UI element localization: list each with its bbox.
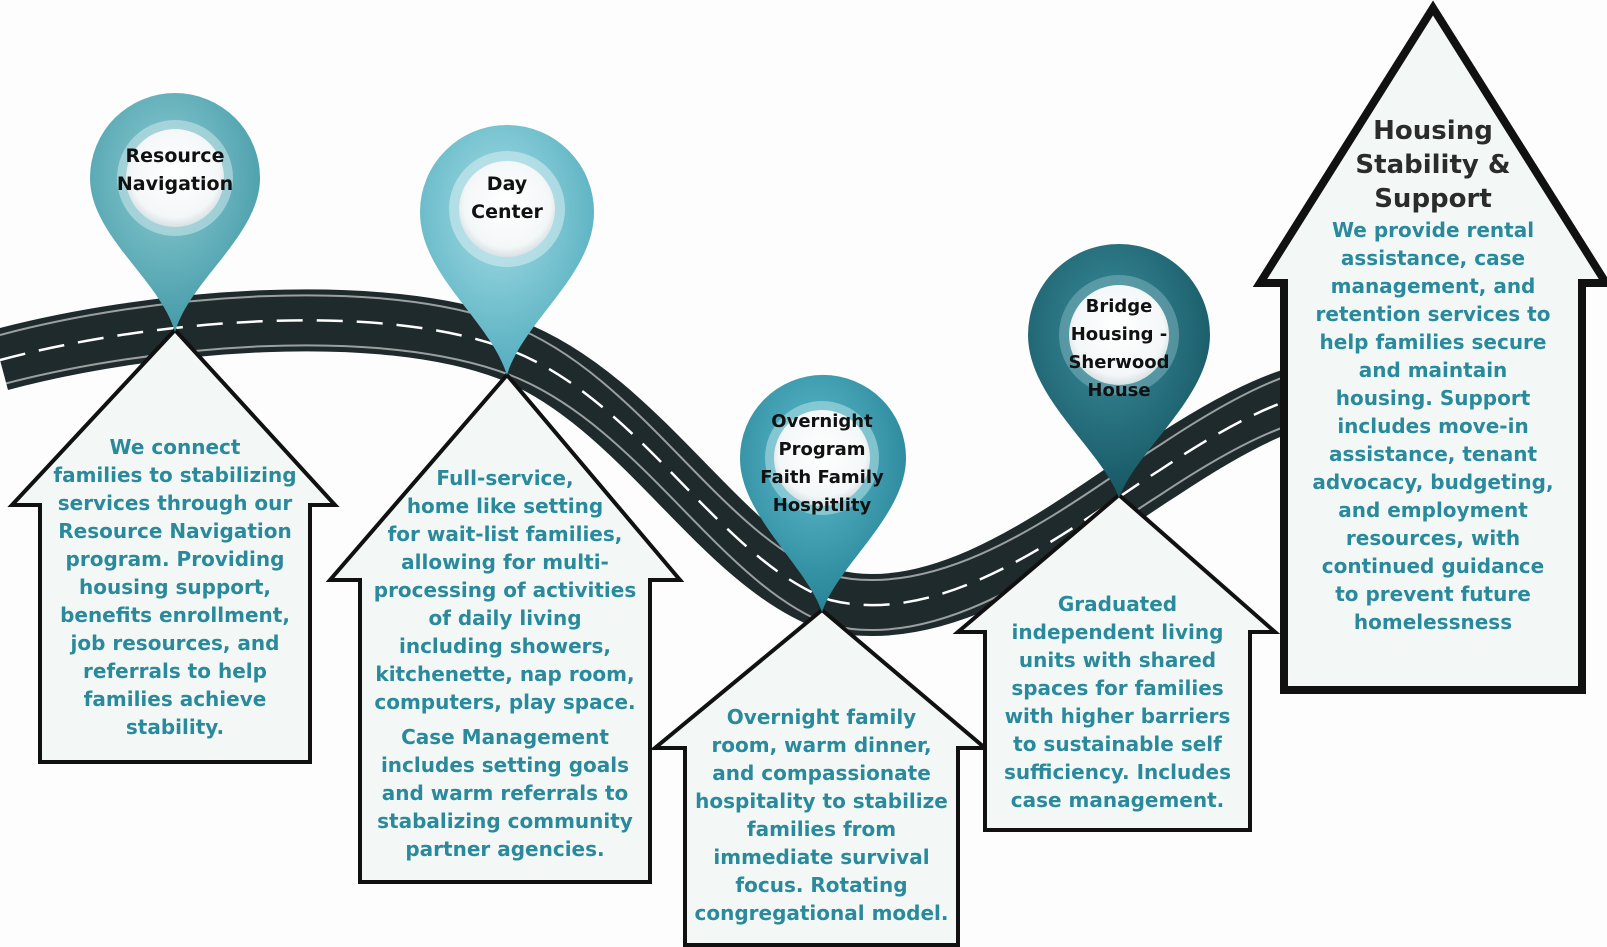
stage-description-resource-navigation: We connect families to stabilizing servi… <box>53 435 297 739</box>
stage-description-overnight-program: Overnight family room, warm dinner, and … <box>694 705 949 925</box>
house-shape-resource-navigation <box>7 327 340 764</box>
house-shape-overnight-program <box>649 607 991 947</box>
stage-description-day-center: Full-service, home like setting for wait… <box>373 466 637 714</box>
map-pin-icon-bridge-housing <box>1028 244 1210 498</box>
stage-description-day-center-case-management: Case Management includes setting goals a… <box>377 725 633 861</box>
map-pin-icon-day-center <box>420 125 594 375</box>
road-center-dashes <box>0 319 1291 607</box>
house-shape-day-center <box>325 371 685 884</box>
stage-description-bridge-housing: Graduated independent living units with … <box>1004 592 1231 812</box>
stage-title-housing-stability: Housing Stability & Support <box>1355 116 1511 214</box>
house-shape-housing-stability <box>1252 0 1607 694</box>
map-pin-icon-overnight-program <box>739 374 906 612</box>
road-edge-line <box>0 344 1291 631</box>
map-pin-icon-resource-navigation <box>90 93 260 332</box>
road-edge-line <box>0 294 1291 581</box>
pin-label-bridge-housing: Bridge Housing - Sherwood House <box>1068 296 1170 401</box>
pin-label-resource-navigation: Resource Navigation <box>116 145 234 195</box>
stage-description-housing-stability: We provide rental assistance, case manag… <box>1312 218 1554 634</box>
house-shape-bridge-housing <box>952 492 1281 832</box>
pin-label-overnight-program: Overnight Program Faith Family Hospitlit… <box>760 411 884 516</box>
pin-label-day-center: Day Center <box>471 173 543 223</box>
